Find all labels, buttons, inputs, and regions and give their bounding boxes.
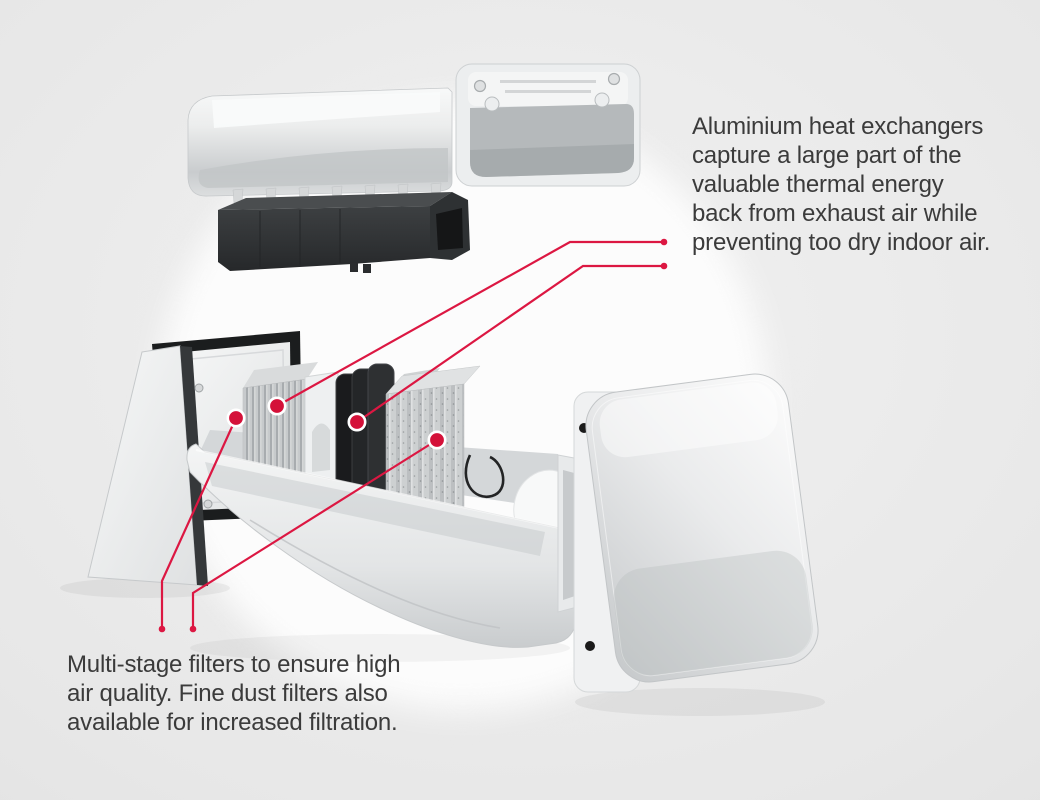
- outer-casing: [187, 63, 641, 204]
- caption-filters: Multi-stage filters to ensure high air q…: [67, 650, 427, 737]
- callout-line-filter-1: [160, 417, 238, 627]
- screw-icon: [473, 79, 487, 93]
- front-cover-assembly: [573, 373, 819, 693]
- screw-boss: [594, 92, 610, 108]
- callout-endpoint-dot: [158, 625, 166, 633]
- front-cover-panel: [585, 373, 819, 683]
- callout-line-filter-2: [191, 439, 438, 627]
- main-tray: [186, 443, 586, 648]
- callout-line-heat-exchanger-2: [356, 264, 662, 423]
- caption-line: capture a large part of the: [692, 142, 962, 169]
- wall-mount-plate: [455, 63, 641, 187]
- caption-line: preventing too dry indoor air.: [692, 229, 991, 256]
- marker-heat-exchanger-1: [267, 396, 287, 416]
- callout-endpoint-dot: [660, 262, 668, 270]
- callout-lines: [158, 238, 668, 633]
- hinge-pin: [585, 641, 595, 651]
- part-markers: [226, 396, 447, 450]
- caption-heat-exchangers: Aluminium heat exchangers capture a larg…: [692, 112, 1012, 257]
- callout-endpoint-dot: [660, 238, 668, 246]
- screw-boss: [484, 96, 500, 112]
- printed-label-line: [505, 90, 591, 93]
- callout-line-heat-exchanger-1: [276, 240, 662, 407]
- caption-line: Multi-stage filters to ensure high: [67, 651, 401, 678]
- marker-filter-stage-1: [226, 408, 246, 428]
- printed-label-line: [500, 80, 596, 83]
- marker-filter-stage-2: [427, 430, 447, 450]
- marker-heat-exchanger-2: [347, 412, 367, 432]
- cable: [464, 454, 505, 499]
- callout-endpoint-dot: [189, 625, 197, 633]
- caption-line: back from exhaust air while: [692, 200, 978, 227]
- hinge-knob: [203, 499, 213, 509]
- caption-line: valuable thermal energy: [692, 171, 944, 198]
- caption-line: air quality. Fine dust filters also: [67, 680, 388, 707]
- caption-line: Aluminium heat exchangers: [692, 113, 984, 140]
- grille-door: [87, 345, 198, 586]
- caption-line: available for increased filtration.: [67, 709, 398, 736]
- screw-icon: [607, 72, 621, 86]
- hinge-knob: [194, 383, 204, 393]
- inner-foam-cover: [218, 192, 470, 273]
